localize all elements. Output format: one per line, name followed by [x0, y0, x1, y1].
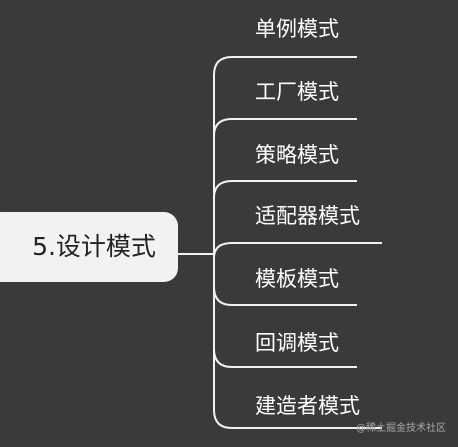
branch-node-adapter[interactable]: 适配器模式 — [255, 204, 360, 228]
root-node[interactable]: 5.设计模式 — [0, 212, 178, 282]
branch-connector — [213, 242, 382, 259]
branch-node-callback[interactable]: 回调模式 — [255, 331, 339, 355]
branch-node-template[interactable]: 模板模式 — [255, 267, 339, 291]
branch-node-builder[interactable]: 建造者模式 — [255, 394, 360, 418]
branch-connector — [213, 180, 357, 199]
branch-connector — [213, 56, 357, 254]
branch-connector — [213, 118, 357, 137]
branch-connector — [213, 254, 382, 429]
branch-node-strategy[interactable]: 策略模式 — [255, 143, 339, 167]
branch-node-singleton[interactable]: 单例模式 — [255, 17, 339, 41]
branch-node-factory[interactable]: 工厂模式 — [255, 80, 339, 104]
watermark: @稀土掘金技术社区 — [356, 423, 446, 434]
